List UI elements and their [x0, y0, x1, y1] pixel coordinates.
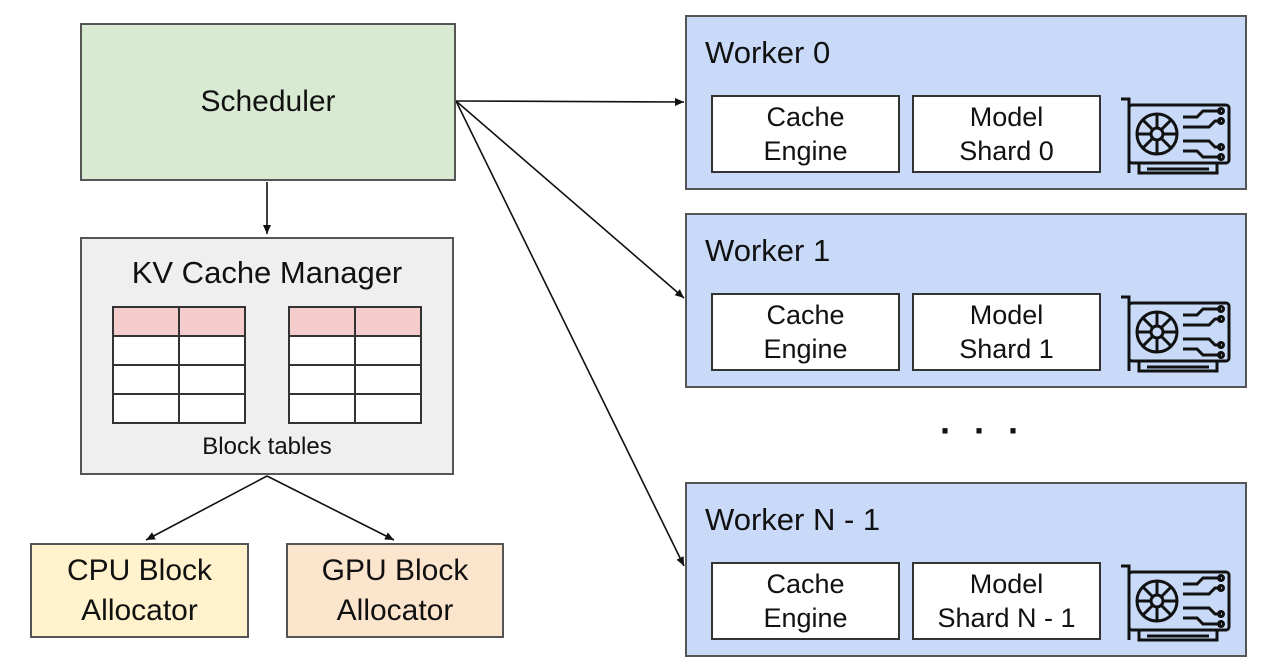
- scheduler-box: Scheduler: [80, 23, 456, 181]
- block-table-cell: [178, 335, 246, 366]
- block-table-cell: [178, 393, 246, 424]
- arrow-scheduler-to-worker-0: [455, 97, 685, 106]
- block-table-cell: [178, 364, 246, 395]
- block-table-cell: [354, 364, 422, 395]
- block-table-cell: [354, 393, 422, 424]
- block-table-cell: [354, 335, 422, 366]
- cache-engine-box: Cache Engine: [711, 95, 900, 173]
- gpu-block-allocator-box: GPU Block Allocator: [286, 543, 504, 638]
- block-table-right: [288, 306, 422, 424]
- block-table-cell: [112, 364, 180, 395]
- block-table-cell: [112, 393, 180, 424]
- block-table-header-cell: [288, 306, 356, 337]
- cache-engine-line1: Cache: [766, 569, 845, 599]
- cache-engine-line1: Cache: [766, 102, 845, 132]
- block-tables-caption: Block tables: [202, 433, 332, 460]
- cpu-allocator-line1: CPU Block: [66, 553, 213, 587]
- model-shard-box: Model Shard N - 1: [912, 562, 1101, 640]
- block-table-cell: [112, 335, 180, 366]
- gpu-allocator-line2: Allocator: [336, 593, 454, 627]
- model-shard-line2: Shard 1: [959, 334, 1054, 364]
- block-table-header-cell: [112, 306, 180, 337]
- cpu-allocator-line2: Allocator: [81, 593, 198, 627]
- block-table-cell: [288, 364, 356, 395]
- worker-title: Worker 1: [705, 233, 831, 268]
- scheduler-label: Scheduler: [200, 85, 336, 118]
- worker-box-n-1: Worker N - 1 Cache Engine Model Shard N …: [685, 482, 1247, 657]
- gpu-allocator-line1: GPU Block: [321, 553, 469, 587]
- kv-cache-manager-box: KV Cache Manager Block tables: [80, 237, 454, 475]
- block-table-header-cell: [178, 306, 246, 337]
- arrow-scheduler-to-worker-1: [455, 100, 685, 299]
- gpu-card-icon: [1121, 564, 1231, 642]
- model-shard-line1: Model: [969, 300, 1044, 330]
- model-shard-box: Model Shard 0: [912, 95, 1101, 173]
- model-shard-line1: Model: [969, 102, 1044, 132]
- more-workers-ellipsis: · · ·: [940, 410, 1026, 451]
- model-shard-line2: Shard 0: [959, 136, 1054, 166]
- block-table-cell: [288, 335, 356, 366]
- arrow-kv-manager-to-cpu-allocator: [145, 475, 268, 541]
- gpu-card-icon: [1121, 295, 1231, 373]
- cache-engine-box: Cache Engine: [711, 562, 900, 640]
- cache-engine-box: Cache Engine: [711, 293, 900, 371]
- worker-box-0: Worker 0 Cache Engine Model Shard 0: [685, 15, 1247, 190]
- cpu-block-allocator-box: CPU Block Allocator: [30, 543, 249, 638]
- worker-title: Worker N - 1: [705, 502, 881, 537]
- cache-engine-line2: Engine: [763, 136, 848, 166]
- block-table-left: [112, 306, 246, 424]
- gpu-card-icon: [1121, 97, 1231, 175]
- model-shard-line2: Shard N - 1: [937, 603, 1076, 633]
- kv-cache-manager-title: KV Cache Manager: [131, 255, 403, 290]
- block-table-cell: [288, 393, 356, 424]
- worker-title: Worker 0: [705, 35, 831, 70]
- arrow-kv-manager-to-gpu-allocator: [266, 475, 395, 541]
- arrow-scheduler-to-worker-n-1: [455, 100, 685, 567]
- block-table-header-cell: [354, 306, 422, 337]
- worker-box-1: Worker 1 Cache Engine Model Shard 1: [685, 213, 1247, 388]
- cache-engine-line2: Engine: [763, 334, 848, 364]
- cache-engine-line2: Engine: [763, 603, 848, 633]
- model-shard-line1: Model: [969, 569, 1044, 599]
- cache-engine-line1: Cache: [766, 300, 845, 330]
- model-shard-box: Model Shard 1: [912, 293, 1101, 371]
